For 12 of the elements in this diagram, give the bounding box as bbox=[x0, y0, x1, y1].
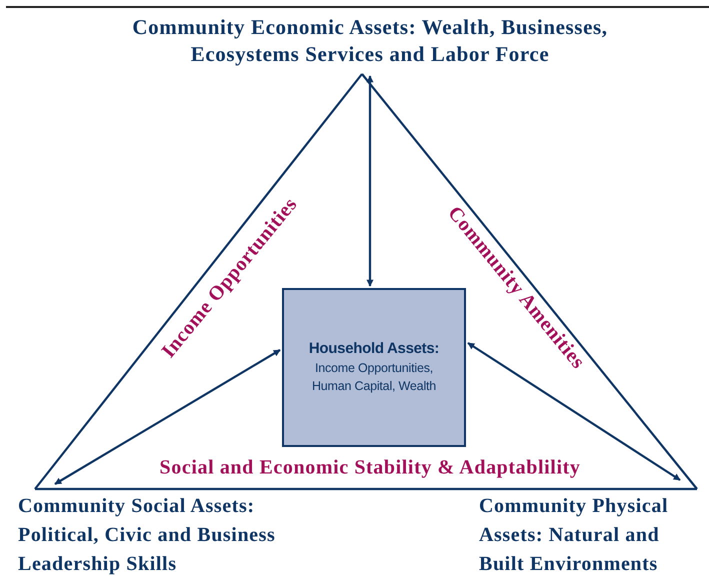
box-heading: Household Assets: bbox=[308, 340, 440, 357]
edge-label: Social and Economic Stability & Adaptablility bbox=[160, 456, 580, 480]
connector-line bbox=[361, 73, 698, 490]
arrow bbox=[467, 342, 681, 481]
connector-line bbox=[34, 73, 363, 490]
arrow bbox=[366, 75, 374, 287]
corner-heading: Community Physical Assets: Natural and Built Environments bbox=[479, 492, 708, 577]
connector-line bbox=[35, 488, 697, 490]
arrow bbox=[54, 349, 281, 485]
box-text: Income Opportunities, Human Capital, Wealth bbox=[310, 360, 438, 395]
corner-heading: Community Social Assets: Political, Civic and Business Leadership Skills bbox=[18, 492, 323, 577]
corner-heading: Community Economic Assets: Wealth, Businesses, Ecosystems Services and Labor Force bbox=[85, 14, 655, 68]
